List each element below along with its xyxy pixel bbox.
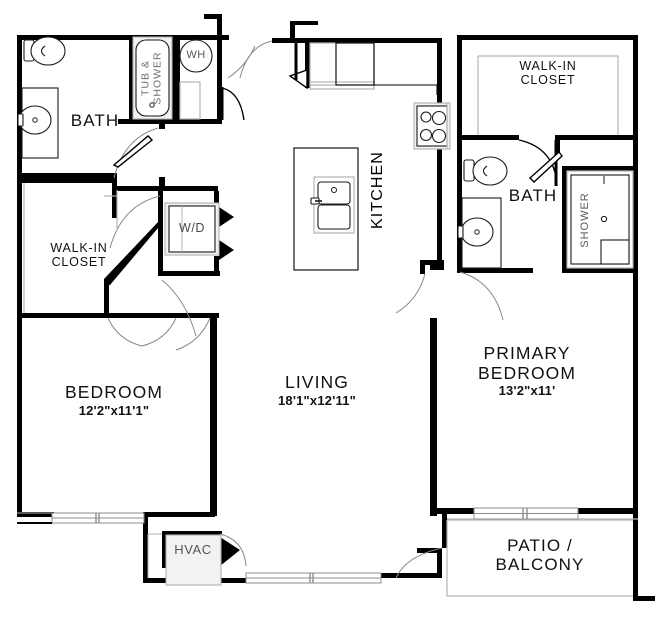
window-bedroom — [17, 512, 145, 524]
room-label-bath-right: BATH — [508, 186, 558, 205]
door-hall-left — [112, 135, 154, 168]
tub-shower-icon — [132, 36, 173, 120]
water-heater-icon — [179, 39, 213, 120]
kitchen-island-icon — [293, 147, 359, 271]
patio-line1: PATIO / — [507, 536, 573, 555]
fixture-label-hvac: HVAC — [174, 542, 212, 557]
vanity-right-icon — [457, 197, 502, 269]
room-label-bedroom: BEDROOM 12'2"x11'1" — [64, 382, 164, 418]
door-walkin-right — [518, 139, 558, 187]
walkin-left-line2: CLOSET — [51, 255, 107, 269]
kitchen-cabinets-icon — [309, 42, 438, 95]
tub-shower-line1: TUB & — [140, 60, 152, 96]
door-linen-right — [528, 150, 563, 183]
vanity-left-icon — [17, 87, 59, 159]
shower-icon — [566, 170, 634, 269]
fixtures — [17, 36, 634, 597]
toilet-right-icon — [463, 156, 508, 186]
room-label-kitchen: KITCHEN — [358, 125, 398, 255]
living-dimensions: 18'1"x12'11" — [277, 392, 357, 408]
primary-bedroom-line1: PRIMARY — [483, 343, 571, 363]
door-kitchen — [395, 273, 426, 314]
room-label-bath-left: BATH — [70, 111, 120, 130]
walkin-right-line1: WALK-IN — [519, 59, 577, 73]
room-label-patio: PATIO / BALCONY — [496, 536, 585, 574]
windows — [17, 507, 638, 584]
kitchen-label-text: KITCHEN — [369, 151, 386, 229]
door-entry — [239, 40, 308, 90]
bedroom-dimensions: 12'2"x11'1" — [78, 402, 150, 418]
door-walkin-left — [107, 195, 177, 347]
walls — [17, 14, 655, 601]
doors — [107, 40, 563, 579]
room-label-living: LIVING 18'1"x12'11" — [277, 372, 357, 408]
toilet-left-icon — [23, 36, 66, 66]
washer-dryer-icon — [164, 202, 220, 256]
walkin-left-line1: WALK-IN — [50, 241, 108, 255]
closet-shelf-right-icon — [477, 55, 619, 135]
window-living — [245, 572, 382, 584]
fixture-label-water-heater: WH — [186, 49, 206, 61]
hvac-icon — [165, 534, 222, 586]
patio-outline — [446, 519, 633, 597]
room-label-walkin-closet-right: WALK-IN CLOSET — [519, 59, 576, 87]
fixture-label-shower: SHOWER — [566, 175, 604, 265]
window-primary-bedroom — [447, 507, 638, 520]
primary-bedroom-line2: BEDROOM — [477, 362, 577, 383]
range-icon — [413, 102, 451, 150]
living-name: LIVING — [285, 372, 349, 392]
door-bath-right — [459, 271, 504, 321]
walkin-right-line2: CLOSET — [520, 73, 576, 87]
primary-bedroom-dimensions: 13'2"x11' — [498, 383, 556, 399]
room-label-walkin-closet-left: WALK-IN CLOSET — [50, 241, 107, 269]
door-bath-left — [113, 127, 159, 179]
door-bedroom — [175, 317, 211, 351]
door-hvac — [219, 533, 247, 567]
shower-label-text: SHOWER — [579, 192, 591, 248]
patio-line2: BALCONY — [495, 555, 585, 575]
fixture-label-tub-shower: TUB & SHOWER — [128, 37, 176, 119]
door-bath-left-outer — [227, 45, 256, 79]
door-patio — [395, 547, 443, 579]
tub-shower-line2: SHOWER — [152, 51, 164, 105]
door-wd — [161, 279, 197, 337]
door-wh-closet — [220, 87, 245, 121]
bedroom-name: BEDROOM — [64, 382, 164, 402]
room-label-primary-bedroom: PRIMARY BEDROOM 13'2"x11' — [477, 343, 577, 399]
fixture-label-washer-dryer: W/D — [178, 221, 206, 235]
